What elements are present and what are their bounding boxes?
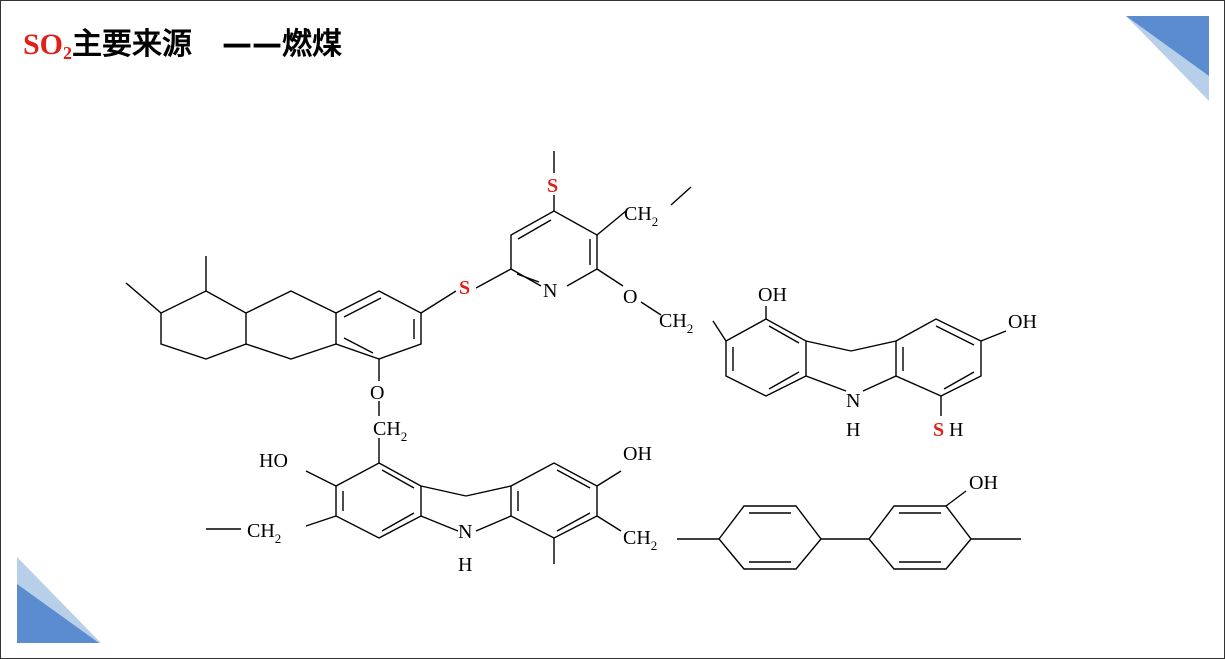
atom-n-lower: N	[458, 521, 472, 543]
atom-ch2-left: CH2	[373, 418, 407, 444]
atom-s-bridge: S	[459, 277, 470, 299]
atom-ch2-ethyl: CH2	[624, 203, 658, 229]
atom-oh-right-1: OH	[758, 284, 787, 306]
atom-h-lower: H	[458, 554, 472, 576]
atom-oh-biphenyl: OH	[969, 472, 998, 494]
atom-ho-lower: HO	[259, 450, 288, 472]
atom-labels: S S N CH2 O CH2 OH OH N H S H O CH2 HO O…	[247, 175, 1037, 576]
atom-sh-sulfur: S	[933, 419, 944, 441]
atom-ch2-ethyl-lower: CH2	[247, 520, 281, 546]
atom-n-right: N	[846, 390, 860, 412]
title-main: 主要来源	[72, 27, 193, 62]
atom-ch2-right: CH2	[659, 310, 693, 336]
atom-oh-lower: OH	[623, 443, 652, 465]
atom-ch2-benzyl: CH2	[623, 527, 657, 553]
atom-o-ether-right: O	[623, 286, 637, 308]
bond-lines	[125, 151, 1021, 570]
corner-decoration-bottom-left	[17, 557, 101, 643]
title-dash: ——燃煤	[222, 27, 343, 62]
title-formula: SO2	[23, 28, 73, 63]
corner-decoration-top-right	[1126, 16, 1209, 101]
atom-n-pyridine: N	[543, 280, 557, 302]
atom-h-right: H	[846, 419, 860, 441]
atom-oh-right-2: OH	[1008, 311, 1037, 333]
atom-s-methylthio: S	[547, 175, 558, 197]
atom-sh-hydrogen: H	[949, 419, 963, 441]
slide-title: SO2主要来源 ——燃煤	[23, 19, 342, 64]
atom-o-ether-left: O	[370, 382, 384, 404]
